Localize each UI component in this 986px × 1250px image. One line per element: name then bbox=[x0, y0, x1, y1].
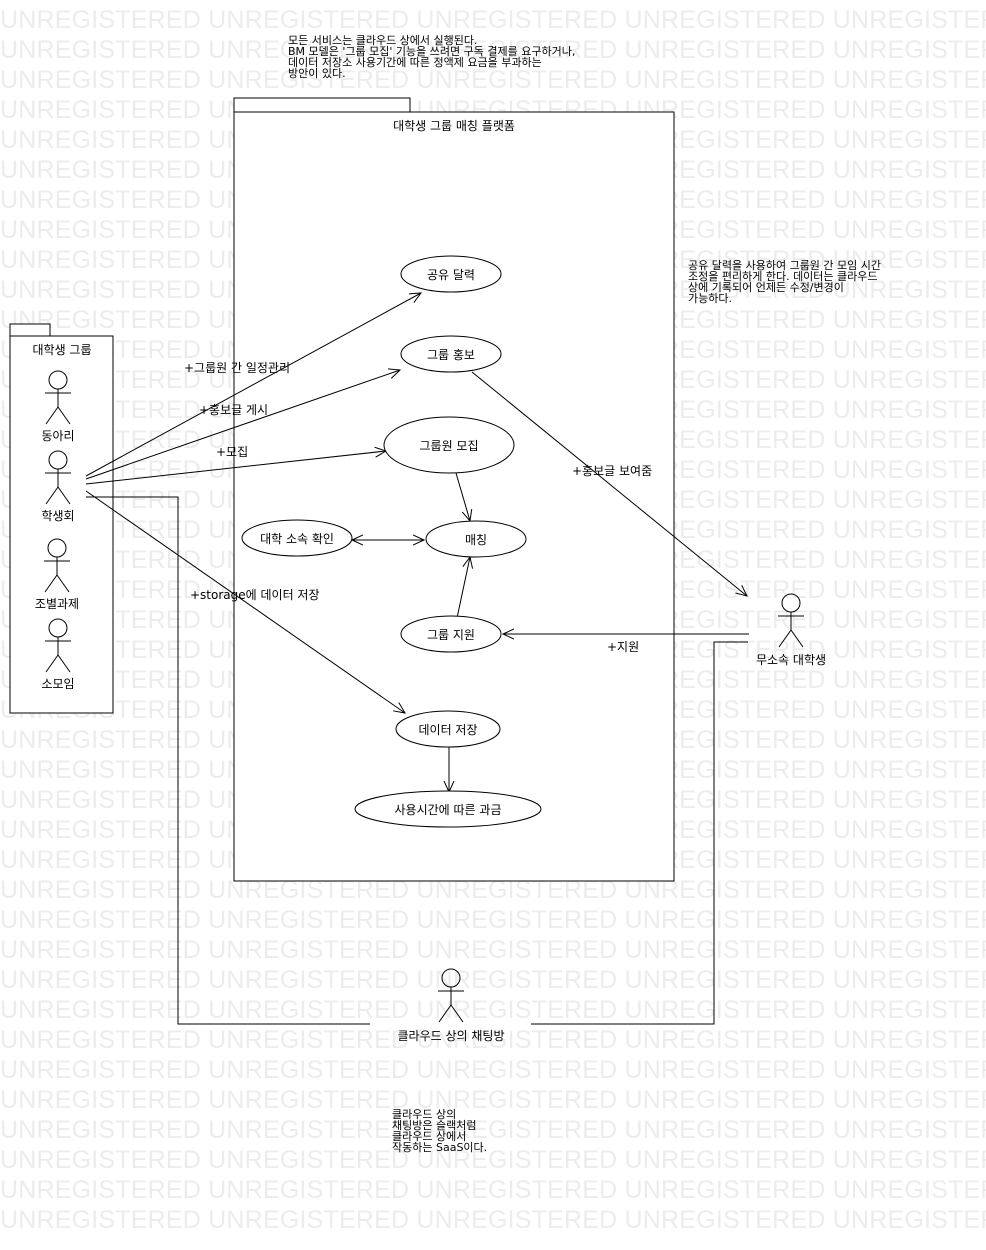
actor-group-title: 대학생 그룹 bbox=[32, 343, 91, 357]
watermark-line: UNREGISTERED UNREGISTERED UNREGISTERED U… bbox=[0, 1146, 986, 1174]
watermark-line: UNREGISTERED UNREGISTERED UNREGISTERED U… bbox=[0, 1056, 986, 1084]
usecase-usage-billing[interactable]: 사용시간에 따른 과금 bbox=[354, 790, 542, 828]
actor-team-project-label: 조별과제 bbox=[35, 597, 79, 611]
actor-student-council-label: 학생회 bbox=[41, 509, 74, 523]
usecase-group-promo[interactable]: 그룹 홍보 bbox=[400, 335, 502, 373]
actor-cloud-chatroom-label: 클라우드 상의 채팅방 bbox=[398, 1029, 505, 1043]
usecase-member-recruit-label: 그룹원 모집 bbox=[419, 439, 478, 453]
actor-team-project[interactable] bbox=[44, 538, 70, 593]
watermark-line: UNREGISTERED UNREGISTERED UNREGISTERED U… bbox=[0, 36, 986, 64]
usecase-shared-calendar-label: 공유 달력 bbox=[427, 268, 475, 282]
actor-group-package: 대학생 그룹 bbox=[9, 323, 114, 714]
recruit-to-matching bbox=[455, 472, 470, 521]
actor-small-group-label: 소모임 bbox=[41, 677, 74, 691]
assoc-label-schedule: +그룹원 간 일정관리 bbox=[184, 361, 290, 375]
chatroom-link-left bbox=[86, 496, 370, 1025]
usecase-matching[interactable]: 매칭 bbox=[425, 520, 527, 558]
assoc-label-recruit: +모집 bbox=[216, 445, 248, 459]
chatroom-link-right bbox=[531, 641, 748, 1025]
watermark-line: UNREGISTERED UNREGISTERED UNREGISTERED U… bbox=[0, 1116, 986, 1144]
system-title: 대학생 그룹 매칭 플랫폼 bbox=[393, 119, 515, 133]
actor-club-label: 동아리 bbox=[41, 429, 74, 443]
assoc-label-promo-show: +홍보글 보여줌 bbox=[572, 464, 652, 478]
usecase-group-apply-label: 그룹 지원 bbox=[427, 628, 475, 642]
system-boundary: 대학생 그룹 매칭 플랫폼 bbox=[233, 97, 675, 882]
usecase-univ-check[interactable]: 대학 소속 확인 bbox=[241, 519, 353, 557]
watermark-line: UNREGISTERED UNREGISTERED UNREGISTERED U… bbox=[0, 6, 986, 34]
usecase-univ-check-label: 대학 소속 확인 bbox=[260, 532, 334, 546]
actor-unaffiliated-student[interactable] bbox=[778, 593, 804, 648]
assoc-storage bbox=[85, 490, 405, 713]
usecase-member-recruit[interactable]: 그룹원 모집 bbox=[383, 416, 515, 474]
watermark-line: UNREGISTERED UNREGISTERED UNREGISTERED U… bbox=[0, 1086, 986, 1114]
actor-cloud-chatroom[interactable] bbox=[438, 968, 464, 1023]
usecase-group-apply[interactable]: 그룹 지원 bbox=[400, 615, 502, 653]
usecase-group-promo-label: 그룹 홍보 bbox=[427, 348, 475, 362]
assoc-label-apply: +지원 bbox=[607, 640, 639, 654]
watermark-line: UNREGISTERED UNREGISTERED UNREGISTERED U… bbox=[0, 1026, 986, 1054]
assoc-label-storage: +storage에 데이터 저장 bbox=[190, 588, 320, 602]
usecase-usage-billing-label: 사용시간에 따른 과금 bbox=[395, 803, 502, 817]
watermark-line: UNREGISTERED UNREGISTERED UNREGISTERED U… bbox=[0, 1176, 986, 1204]
assoc-label-promo-post: +홍보글 게시 bbox=[199, 403, 268, 417]
assoc-recruit bbox=[85, 451, 386, 485]
actor-unaffiliated-student-label: 무소속 대학생 bbox=[756, 653, 826, 667]
apply-to-matching bbox=[456, 557, 470, 619]
watermark-line: UNREGISTERED UNREGISTERED UNREGISTERED U… bbox=[0, 66, 986, 94]
watermark-line: UNREGISTERED UNREGISTERED UNREGISTERED U… bbox=[0, 1206, 986, 1234]
actor-student-council[interactable] bbox=[45, 450, 71, 505]
actor-small-group[interactable] bbox=[45, 618, 71, 673]
watermark-line: UNREGISTERED UNREGISTERED UNREGISTERED U… bbox=[0, 966, 986, 994]
usecase-matching-label: 매칭 bbox=[465, 533, 487, 547]
watermark-line: UNREGISTERED UNREGISTERED UNREGISTERED U… bbox=[0, 996, 986, 1024]
usecase-shared-calendar[interactable]: 공유 달력 bbox=[400, 255, 502, 293]
assoc-promo-post bbox=[85, 370, 400, 480]
usecase-data-store[interactable]: 데이터 저장 bbox=[395, 710, 501, 748]
watermark-line: UNREGISTERED UNREGISTERED UNREGISTERED U… bbox=[0, 906, 986, 934]
actor-club[interactable] bbox=[45, 370, 71, 425]
watermark-line: UNREGISTERED UNREGISTERED UNREGISTERED U… bbox=[0, 936, 986, 964]
note-top: 모든 서비스는 클라우드 상에서 실행된다.BM 모델은 '그룹 모집' 기능을… bbox=[288, 34, 576, 80]
usecase-data-store-label: 데이터 저장 bbox=[418, 723, 477, 737]
watermark-line: UNREGISTERED UNREGISTERED UNREGISTERED U… bbox=[0, 876, 986, 904]
assoc-schedule bbox=[85, 293, 421, 477]
assoc-promo-show bbox=[471, 371, 747, 596]
